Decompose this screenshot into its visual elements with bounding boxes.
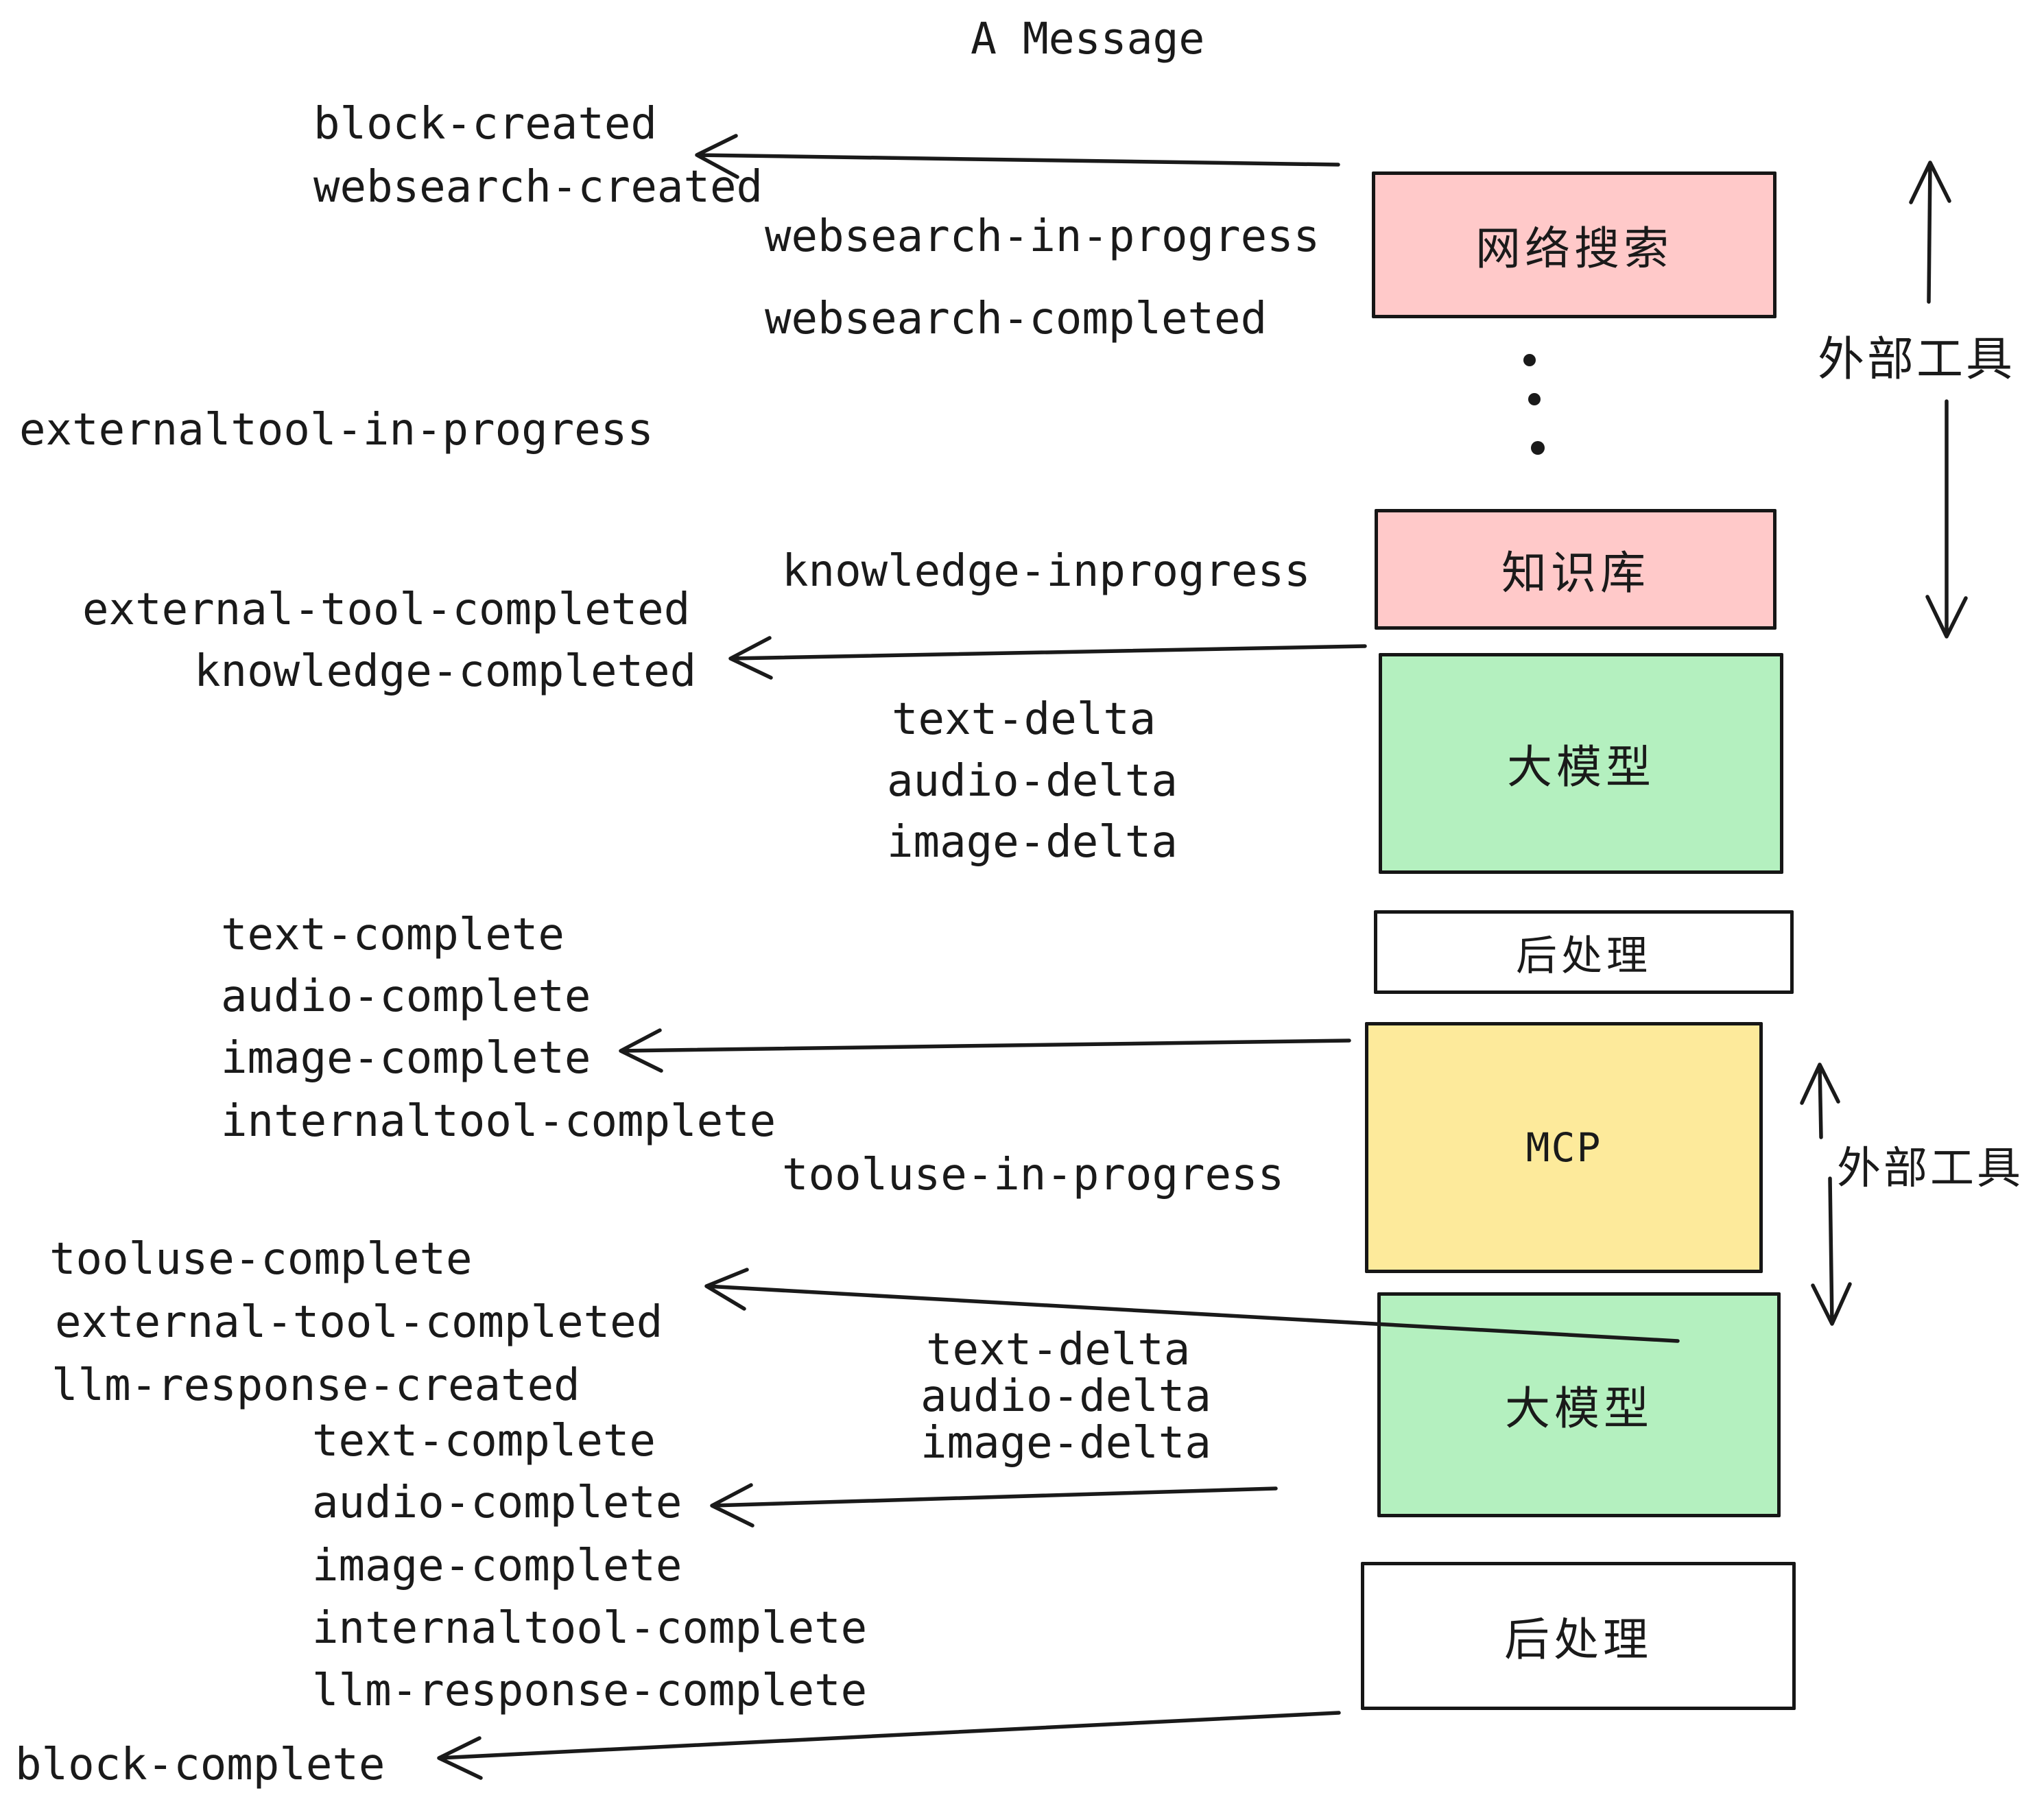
event-text-delta-2: text-delta <box>926 1325 1191 1375</box>
event-image-delta-2: image-delta <box>920 1418 1211 1469</box>
event-tooluse-complete: tooluse-complete <box>49 1234 473 1285</box>
diagram-title: A Message <box>971 14 1205 64</box>
box-postprocess-2: 后处理 <box>1361 1562 1796 1710</box>
event-audio-complete-1: audio-complete <box>221 971 591 1022</box>
event-audio-delta-2: audio-delta <box>920 1371 1211 1422</box>
llm1-return-arrow <box>619 1028 1351 1073</box>
event-block-complete: block-complete <box>15 1740 385 1790</box>
event-external-tool-completed: external-tool-completed <box>82 584 691 635</box>
event-externaltool-in-progress: externaltool-in-progress <box>19 405 654 455</box>
event-websearch-completed: websearch-completed <box>765 294 1268 344</box>
box-mcp-label: MCP <box>1525 1124 1602 1171</box>
llm2-return-arrow <box>710 1483 1278 1528</box>
box-llm-2: 大模型 <box>1377 1292 1781 1517</box>
external-tools-up-arrow-top <box>1909 161 1951 304</box>
event-websearch-created: websearch-created <box>313 162 763 213</box>
event-external-tool-completed-2: external-tool-completed <box>55 1297 663 1348</box>
event-llm-response-created: llm-response-created <box>51 1360 580 1411</box>
event-knowledge-inprogress: knowledge-inprogress <box>782 546 1311 597</box>
box-websearch: 网络搜索 <box>1372 171 1776 318</box>
box-knowledge-label: 知识库 <box>1501 547 1650 600</box>
external-tools-down-arrow-mcp <box>1811 1176 1852 1326</box>
event-text-complete-1: text-complete <box>221 910 565 960</box>
box-mcp: MCP <box>1365 1022 1763 1273</box>
event-text-delta-1: text-delta <box>892 694 1156 745</box>
ellipsis-dots <box>1523 354 1545 455</box>
event-internaltool-complete-2: internaltool-complete <box>312 1603 868 1654</box>
event-websearch-in-progress: websearch-in-progress <box>765 211 1320 262</box>
block-complete-arrow <box>437 1711 1341 1780</box>
event-tooluse-in-progress: tooluse-in-progress <box>782 1150 1285 1200</box>
external-tools-up-arrow-mcp <box>1800 1063 1840 1139</box>
box-postprocess-1: 后处理 <box>1374 910 1794 994</box>
external-tools-label-bottom: 外部工具 <box>1837 1143 2023 1194</box>
event-image-delta-1: image-delta <box>887 817 1178 868</box>
event-llm-response-complete: llm-response-complete <box>312 1665 868 1716</box>
box-llm-1: 大模型 <box>1379 653 1783 874</box>
external-tools-label-top: 外部工具 <box>1818 333 2016 387</box>
event-text-complete-2: text-complete <box>312 1416 656 1467</box>
external-tools-down-arrow-top <box>1925 399 1968 639</box>
event-image-complete-1: image-complete <box>221 1033 591 1084</box>
box-websearch-label: 网络搜索 <box>1475 222 1673 275</box>
box-postprocess-1-label: 后处理 <box>1516 931 1652 980</box>
box-llm-1-label: 大模型 <box>1507 741 1655 794</box>
event-audio-complete-2: audio-complete <box>312 1477 682 1528</box>
websearch-return-arrow <box>695 134 1340 179</box>
box-postprocess-2-label: 后处理 <box>1504 1613 1652 1666</box>
event-image-complete-2: image-complete <box>312 1541 682 1591</box>
box-knowledge: 知识库 <box>1375 509 1776 630</box>
event-internaltool-complete-1: internaltool-complete <box>221 1096 776 1147</box>
box-llm-2-label: 大模型 <box>1505 1382 1653 1435</box>
knowledge-return-arrow <box>728 636 1367 680</box>
event-knowledge-completed: knowledge-completed <box>194 646 697 697</box>
event-audio-delta-1: audio-delta <box>887 756 1178 807</box>
event-block-created: block-created <box>313 99 657 150</box>
